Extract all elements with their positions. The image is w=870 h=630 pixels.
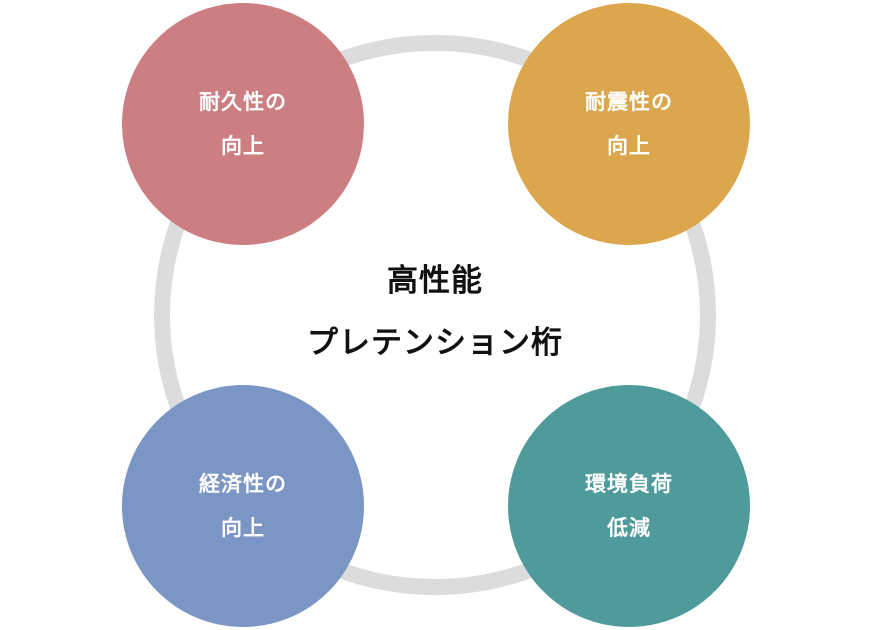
node-seismic-line1: 耐震性の xyxy=(585,90,673,114)
center-title-line1: 高性能 xyxy=(387,263,483,299)
node-durability-line2: 向上 xyxy=(221,134,265,158)
node-environment-line1: 環境負荷 xyxy=(585,472,673,496)
center-title: 高性能 プレテンション桁 xyxy=(235,250,635,374)
node-economy: 経済性の 向上 xyxy=(122,385,364,627)
center-title-line2: プレテンション桁 xyxy=(307,325,563,361)
node-seismic-line2: 向上 xyxy=(607,134,651,158)
node-durability: 耐久性の 向上 xyxy=(122,3,364,245)
node-seismic: 耐震性の 向上 xyxy=(508,3,750,245)
node-durability-line1: 耐久性の xyxy=(199,90,287,114)
node-environment: 環境負荷 低減 xyxy=(508,385,750,627)
node-environment-line2: 低減 xyxy=(607,516,651,540)
node-economy-line1: 経済性の xyxy=(199,472,287,496)
node-economy-line2: 向上 xyxy=(221,516,265,540)
